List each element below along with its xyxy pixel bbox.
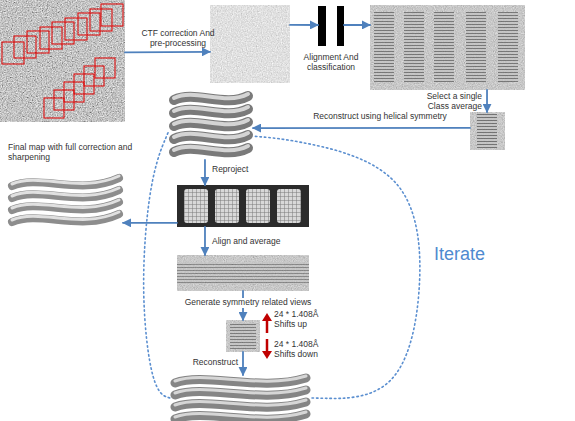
particle-box [14,36,36,58]
micrograph [0,0,125,122]
particle-box [78,13,100,35]
flow-arrow [344,24,370,26]
alignment-mask: Alignment And classification [318,6,344,46]
arrow-label: CTF correction And pre-processing [140,29,216,49]
arrow-label: Iterate [434,244,514,265]
particle-box [84,66,104,86]
single-class [470,112,505,150]
node-heading: Final map with full correction and sharp… [8,143,143,163]
map-highlight [12,212,119,220]
helix-model [174,94,248,152]
recon-highlight [175,412,306,417]
shift-arrow-up [266,319,269,333]
symmetry-view [226,320,260,352]
helix-highlight [174,120,248,124]
node-heading: Alignment And classification [296,53,366,73]
class-averages [370,5,525,90]
arrow-head [262,313,272,321]
map-highlight [12,200,119,208]
flow-arrow [290,24,318,26]
reprojections [177,185,309,227]
projection [215,189,239,223]
recon-highlight [175,376,306,381]
mask-image [318,6,344,46]
shift-label: 24 * 1.408Å [274,340,318,350]
averaged-strip [177,255,309,291]
helix-highlight [174,94,248,98]
helix-highlight [174,107,248,111]
projection [246,189,270,223]
arrow-label: Reconstruct using helical symmetry [300,112,460,122]
iteration-loop [144,133,170,398]
flow-arrow [204,227,206,255]
arrow-label: Reconstruct [180,358,238,368]
particle-box [2,42,24,64]
aligned-average [177,255,309,291]
symmetry-view [226,320,260,352]
symmetry-pattern [230,323,256,349]
class-averages [370,5,525,90]
particle-boxes [2,4,123,118]
recon-highlight [175,400,306,405]
corrected-micrograph [210,5,290,83]
particle-box [95,58,115,78]
class-columns [374,12,518,82]
shift-label: Shifts down [274,350,318,360]
class-average [374,12,394,82]
single-class-average [470,112,505,150]
class-average [498,12,518,82]
arrow-label: Align and average [212,237,302,247]
map-highlight [12,188,119,196]
projection [277,189,301,223]
helix-highlight [174,133,248,137]
particle-box [27,31,49,53]
single-class-pattern [477,114,497,148]
flow-arrow [123,222,177,224]
particle-box [101,4,123,26]
shift-label: Shifts up [274,320,307,330]
micrograph [0,0,125,122]
reconstruction [175,376,306,419]
class-average [404,12,424,82]
class-average [466,12,486,82]
final-map: Final map with full correction and sharp… [8,175,123,227]
flow-arrow [125,51,210,53]
arrow-head [262,351,272,359]
shift-arrows [262,313,272,359]
particle-box [52,22,74,44]
arrow-label: Generate symmetry related views [183,298,313,308]
corrected-micrograph [210,5,290,83]
flow-arrow [486,90,488,112]
reprojection-panel [177,185,309,227]
iteration-loop [253,136,420,398]
shift-label: 24 * 1.408Å [274,310,318,320]
map-highlight [12,176,119,184]
helical-reconstruction [168,92,253,160]
arrow-label: Select a single Class average [412,92,482,112]
flow-arrow [242,352,244,375]
shift-arrow-down [266,339,269,353]
flow-arrow [253,127,470,129]
helix-highlight [174,146,248,150]
flow-arrow [204,160,206,185]
arrow-label: Reproject [212,165,272,175]
recon-highlight [175,388,306,393]
particle-box [40,27,62,49]
mask-stripe [326,6,337,46]
class-average [434,12,454,82]
averaged-pattern [177,262,309,284]
particle-box [65,18,87,40]
reconstruction [170,375,312,421]
final-map [12,176,119,222]
projection [184,189,208,223]
